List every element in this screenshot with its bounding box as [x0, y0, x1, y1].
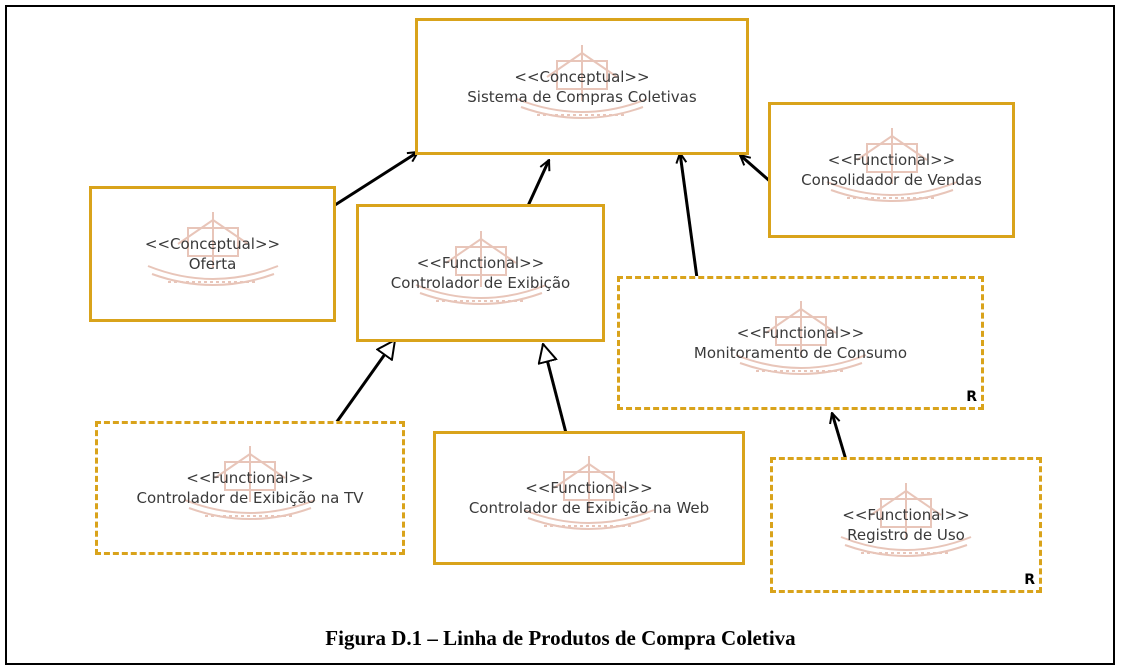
node-stereotype: <<Conceptual>>	[514, 67, 650, 86]
node-name: Controlador de Exibição	[390, 274, 571, 292]
node-name: Registro de Uso	[847, 526, 965, 544]
node-stereotype: <<Functional>>	[842, 506, 970, 524]
node-name: Monitoramento de Consumo	[693, 344, 908, 362]
node-oferta[interactable]: <<Conceptual>> Oferta	[89, 186, 336, 322]
node-stereotype: <<Conceptual>>	[144, 235, 281, 253]
node-name: Oferta	[188, 255, 237, 273]
node-name: Consolidador de Vendas	[801, 171, 982, 189]
node-stereotype: <<Functional>>	[416, 254, 545, 272]
node-sistema-compras-coletivas[interactable]: <<Conceptual>>Sistema de Compras Coletiv…	[415, 18, 749, 155]
figure-caption: Figura D.1 – Linha de Produtos de Compra…	[325, 626, 796, 650]
runtime-marker: R	[1024, 572, 1035, 588]
node-stereotype: <<Functional>>	[736, 324, 865, 342]
node-name: Sistema de Compras Coletivas	[467, 87, 697, 106]
node-controlador-exibicao-tv[interactable]: <<Functional>> Controlador de Exibição na…	[95, 421, 405, 555]
node-monitoramento-consumo[interactable]: <<Functional>> Monitoramento de Consumo R	[617, 276, 984, 410]
node-name: Controlador de Exibição na TV	[136, 489, 364, 507]
node-registro-uso[interactable]: <<Functional>> Registro de Uso R	[770, 457, 1042, 593]
node-stereotype: <<Functional>>	[525, 479, 653, 497]
runtime-marker: R	[966, 389, 977, 405]
node-consolidador-vendas[interactable]: <<Functional>> Consolidador de Vendas	[768, 102, 1015, 238]
node-controlador-exibicao-web[interactable]: <<Functional>> Controlador de Exibição na…	[433, 431, 745, 565]
node-stereotype: <<Functional>>	[186, 469, 314, 487]
node-controlador-exibicao[interactable]: <<Functional>> Controlador de Exibição	[356, 204, 605, 342]
node-stereotype: <<Functional>>	[827, 151, 956, 169]
node-name: Controlador de Exibição na Web	[468, 499, 710, 517]
